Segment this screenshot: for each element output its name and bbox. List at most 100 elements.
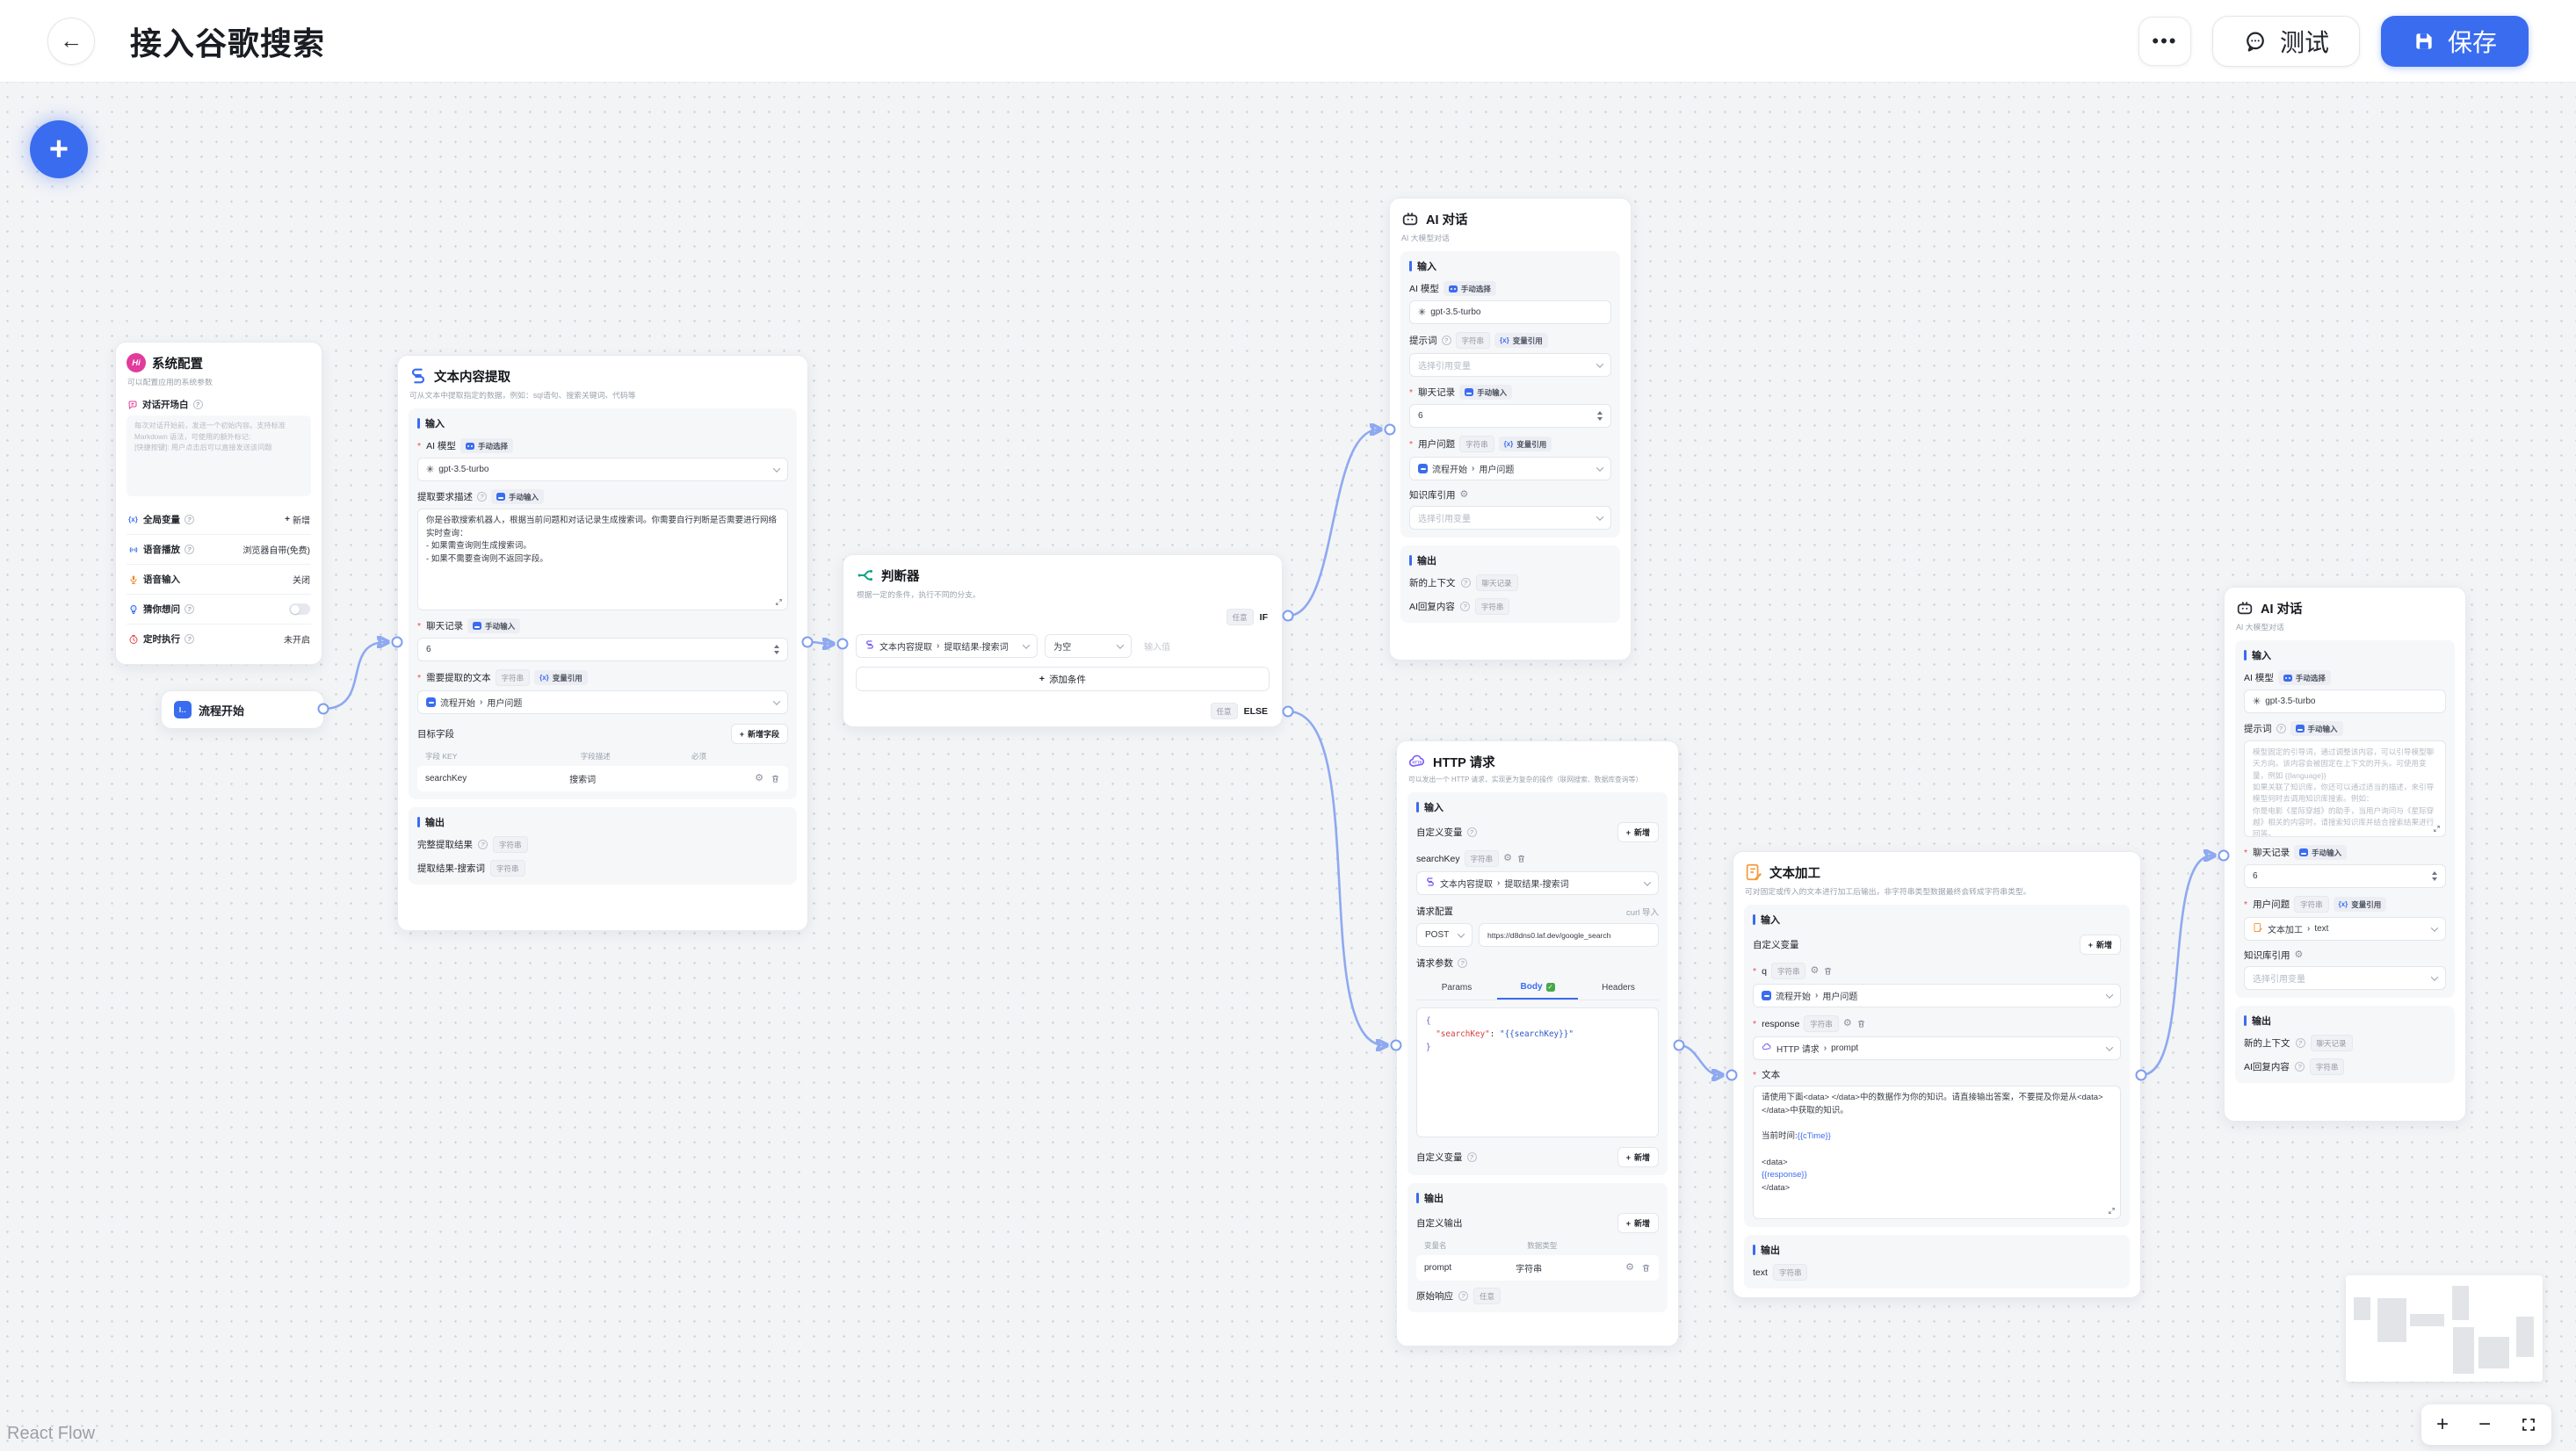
condition-value-input[interactable]: 输入值 — [1144, 643, 1171, 653]
edge-judge-else-to-http[interactable] — [1287, 710, 1385, 1045]
handle-ai-chat-1-target[interactable] — [1384, 423, 1396, 436]
trash-icon[interactable] — [1856, 1019, 1866, 1029]
text-template-textarea[interactable]: 请使用下面<data> </data>中的数据作为你的知识。请直接输出答案，不要… — [1753, 1086, 2121, 1219]
add-var-button[interactable]: +新增 — [1617, 822, 1659, 842]
more-button[interactable]: ••• — [2138, 16, 2191, 66]
help-icon[interactable]: ? — [1458, 1291, 1468, 1301]
help-icon[interactable]: ? — [2295, 1038, 2305, 1048]
tab-body[interactable]: Body✓ — [1497, 977, 1578, 1000]
gear-icon[interactable]: ⚙ — [1842, 1018, 1852, 1029]
chat-history-count-input[interactable]: 6 — [1409, 404, 1611, 428]
method-select[interactable]: POST — [1416, 923, 1473, 947]
trash-icon[interactable] — [1516, 854, 1526, 863]
expand-icon[interactable] — [2108, 1207, 2116, 1215]
node-http-request[interactable]: HTTP HTTP 请求 可以发出一个 HTTP 请求，实现更为复杂的操作（联网… — [1396, 740, 1679, 1346]
condition-operator-select[interactable]: 为空 — [1045, 634, 1132, 658]
user-question-select[interactable]: 文本加工›text — [2244, 917, 2446, 941]
gear-icon[interactable]: ⚙ — [2294, 949, 2304, 960]
config-row-global-vars[interactable]: {x} 全局变量 ? +新增 — [127, 505, 311, 534]
tab-headers[interactable]: Headers — [1602, 983, 1635, 993]
expand-icon[interactable] — [775, 598, 783, 606]
node-system-config[interactable]: Hi 系统配置 可以配置应用的系统参数 对话开场白 ? 每次对话开始前，发送一个… — [115, 342, 322, 665]
zoom-out-button[interactable]: − — [2478, 1412, 2491, 1436]
handle-flow-start-source[interactable] — [317, 703, 329, 715]
node-text-process[interactable]: 文本加工 可对固定或传入的文本进行加工后输出，非字符串类型数据最终会转成字符串类… — [1733, 851, 2141, 1298]
chat-history-count-input[interactable]: 6 — [417, 638, 788, 661]
kb-ref-select[interactable]: 选择引用变量 — [1409, 506, 1611, 530]
test-button[interactable]: 测试 — [2211, 15, 2360, 67]
config-row-voice-input[interactable]: 语音输入 关闭 — [127, 564, 311, 594]
voice-input-value[interactable]: 关闭 — [293, 576, 310, 586]
help-icon[interactable]: ? — [2294, 1062, 2305, 1072]
prompt-textarea[interactable]: 模型固定的引导词，通过调整该内容，可以引导模型聊天方向。该内容会被固定在上下文的… — [2244, 740, 2446, 837]
guess-question-toggle[interactable] — [289, 603, 310, 615]
help-icon[interactable]: ? — [185, 634, 194, 644]
add-global-var-button[interactable]: +新增 — [285, 515, 310, 526]
back-button[interactable]: ← — [47, 17, 95, 65]
number-stepper[interactable] — [2432, 871, 2437, 881]
prompt-var-select[interactable]: 选择引用变量 — [1409, 353, 1611, 377]
any-badge[interactable]: 任意 — [1226, 609, 1254, 625]
add-condition-button[interactable]: +添加条件 — [856, 667, 1270, 691]
gear-icon[interactable]: ⚙ — [1459, 489, 1469, 500]
help-icon[interactable]: ? — [1466, 1152, 1477, 1162]
edge-http-to-text-process[interactable] — [1678, 1043, 1720, 1075]
config-row-guess-question[interactable]: 猜你想问 ? — [127, 594, 311, 624]
model-field[interactable]: ✳gpt-3.5-turbo — [2244, 689, 2446, 713]
help-icon[interactable]: ? — [1459, 602, 1470, 611]
var-value-select[interactable]: 文本内容提取›提取结果-搜索词 — [1416, 871, 1659, 895]
help-icon[interactable]: ? — [478, 840, 488, 849]
output-row[interactable]: prompt 字符串 ⚙ — [1416, 1255, 1659, 1281]
node-flow-start[interactable]: I.. 流程开始 — [161, 690, 324, 729]
help-icon[interactable]: ? — [185, 545, 194, 554]
help-icon[interactable]: ? — [185, 604, 194, 614]
help-icon[interactable]: ? — [1466, 827, 1477, 837]
trash-icon[interactable] — [1641, 1263, 1651, 1273]
gear-icon[interactable]: ⚙ — [1810, 965, 1820, 976]
extract-desc-textarea[interactable]: 你是谷歌搜索机器人，根据当前问题和对话记录生成搜索词。你需要自行判断是否需要进行… — [417, 509, 788, 610]
var-response-select[interactable]: HTTP 请求›prompt — [1753, 1036, 2121, 1060]
help-icon[interactable]: ? — [192, 400, 203, 409]
scheduled-run-value[interactable]: 未开启 — [284, 636, 310, 646]
add-node-button[interactable]: + — [30, 120, 88, 178]
help-icon[interactable]: ? — [1460, 578, 1471, 588]
node-ai-chat-2[interactable]: AI 对话 AI 大模型对话 输入 AI 模型 手动选择 ✳gpt-3.5-tu… — [2224, 587, 2466, 1122]
curl-import-button[interactable]: curl 导入 — [1626, 907, 1659, 918]
node-judge[interactable]: 判断器 根据一定的条件，执行不同的分支。 任意 IF 文本内容提取›提取结果-搜… — [843, 554, 1283, 727]
model-select[interactable]: ✳gpt-3.5-turbo — [417, 458, 788, 481]
kb-ref-select[interactable]: 选择引用变量 — [2244, 966, 2446, 990]
help-icon[interactable]: ? — [1458, 958, 1467, 968]
edge-start-to-extract[interactable] — [322, 642, 386, 711]
any-badge[interactable]: 任意 — [1210, 703, 1238, 719]
trash-icon[interactable] — [1823, 966, 1833, 976]
opening-textarea[interactable]: 每次对话开始前，发送一个初始内容。支持标准 Markdown 语法，可使用的额外… — [127, 415, 311, 496]
handle-judge-target[interactable] — [836, 638, 849, 650]
edge-judge-if-to-ai-chat-1[interactable] — [1287, 430, 1378, 617]
handle-http-target[interactable] — [1390, 1039, 1402, 1051]
tab-params[interactable]: Params — [1441, 983, 1473, 993]
condition-variable-select[interactable]: 文本内容提取›提取结果-搜索词 — [856, 634, 1038, 658]
url-input[interactable]: https://d8dns0.laf.dev/google_search — [1479, 923, 1659, 947]
fullscreen-button[interactable] — [2521, 1417, 2536, 1433]
number-stepper[interactable] — [774, 645, 779, 654]
minimap[interactable] — [2346, 1275, 2543, 1382]
help-icon[interactable]: ? — [2276, 724, 2286, 733]
model-field[interactable]: ✳gpt-3.5-turbo — [1409, 300, 1611, 324]
add-var-button[interactable]: +新增 — [1617, 1147, 1659, 1167]
help-icon[interactable]: ? — [1441, 336, 1451, 345]
add-output-button[interactable]: +新增 — [1617, 1213, 1659, 1233]
help-icon[interactable]: ? — [477, 492, 487, 502]
save-button[interactable]: 保存 — [2380, 15, 2529, 67]
config-row-tts[interactable]: 语音播放 ? 浏览器自带(免费) — [127, 534, 311, 564]
handle-text-extract-source[interactable] — [801, 636, 814, 648]
node-ai-chat-1[interactable]: AI 对话 AI 大模型对话 输入 AI 模型 手动选择 ✳gpt-3.5-tu… — [1389, 198, 1632, 661]
gear-icon[interactable]: ⚙ — [1503, 853, 1512, 863]
var-q-select[interactable]: 流程开始›用户问题 — [1753, 984, 2121, 1007]
help-icon[interactable]: ? — [185, 515, 194, 524]
user-question-select[interactable]: 流程开始›用户问题 — [1409, 457, 1611, 480]
field-row[interactable]: searchKey 搜索词 ⚙ — [417, 766, 788, 791]
handle-text-process-target[interactable] — [1726, 1069, 1738, 1081]
handle-judge-if-source[interactable] — [1282, 610, 1294, 622]
handle-http-source[interactable] — [1673, 1039, 1685, 1051]
